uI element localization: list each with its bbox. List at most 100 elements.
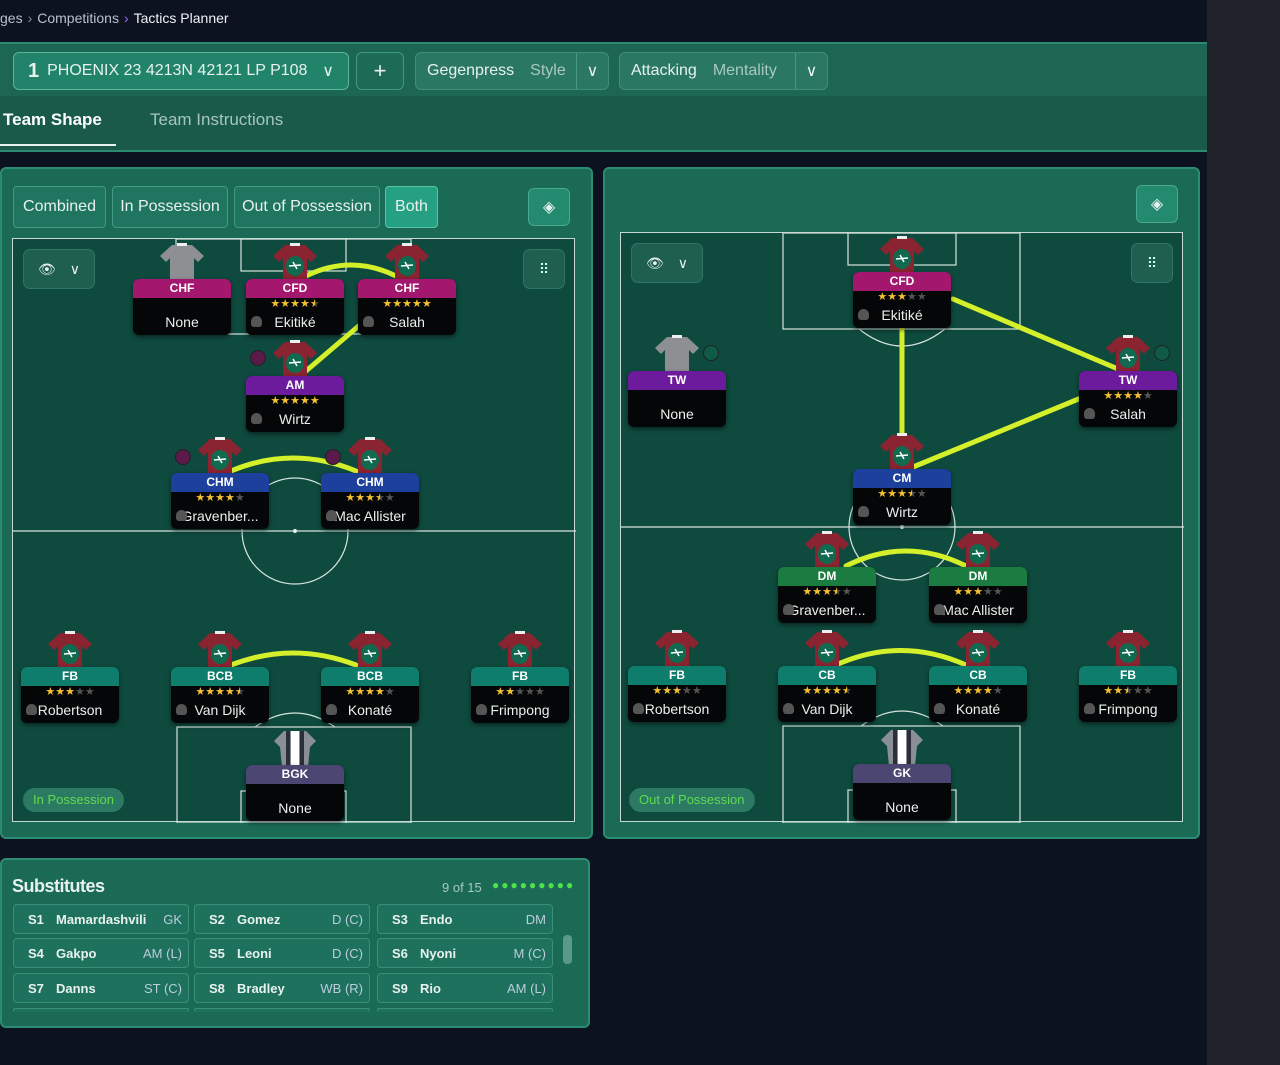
player-card[interactable]: CB★★★★★Van Dijk xyxy=(778,666,876,722)
player-name: Gravenber... xyxy=(181,508,259,524)
player-card[interactable]: BCB★★★★★Van Dijk xyxy=(171,667,269,723)
player-icon xyxy=(251,413,262,424)
role-label: CM xyxy=(853,469,951,488)
player-card[interactable]: FB★★★★★Frimpong xyxy=(471,667,569,723)
instruction-badge-icon[interactable] xyxy=(250,350,266,366)
visibility-dropdown[interactable]: 👁∨ xyxy=(23,249,95,289)
player-icon xyxy=(176,510,187,521)
sub-name: Endo xyxy=(420,911,453,927)
player-name-row: Frimpong xyxy=(1079,698,1177,722)
swap-icon[interactable]: ◈ xyxy=(1136,185,1178,223)
star-rating xyxy=(133,298,231,311)
player-card[interactable]: CHM★★★★★Gravenber... xyxy=(171,473,269,529)
substitute-item[interactable]: S9 Rio AM (L) xyxy=(377,973,553,1003)
sub-number: S9 xyxy=(392,980,408,996)
star-rating: ★★★★★ xyxy=(345,492,395,504)
player-icon xyxy=(326,704,337,715)
player-icon xyxy=(934,703,945,714)
player-card[interactable]: TW★★★★★Salah xyxy=(1079,371,1177,427)
player-card[interactable]: DM★★★★★Mac Allister xyxy=(929,567,1027,623)
star-rating: ★★★★★ xyxy=(1103,685,1153,697)
scrollbar[interactable] xyxy=(563,935,572,964)
sub-number: S5 xyxy=(209,945,225,961)
player-card[interactable]: FB★★★★★Robertson xyxy=(628,666,726,722)
grid-icon[interactable]: ⠿ xyxy=(1131,243,1173,283)
player-icon xyxy=(858,309,869,320)
breadcrumb-item[interactable]: ges xyxy=(0,10,23,26)
star-rating: ★★★★★ xyxy=(270,395,320,407)
instruction-badge-icon[interactable] xyxy=(325,449,341,465)
player-card[interactable]: CFD★★★★★Ekitiké xyxy=(853,272,951,328)
tab-team-shape[interactable]: Team Shape xyxy=(0,110,116,146)
instruction-badge-icon[interactable] xyxy=(1154,345,1170,361)
grid-icon[interactable]: ⠿ xyxy=(523,249,565,289)
player-icon xyxy=(251,316,262,327)
star-rating: ★★★★★ xyxy=(877,488,927,500)
player-card[interactable]: CHM★★★★★Mac Allister xyxy=(321,473,419,529)
swap-icon[interactable]: ◈ xyxy=(528,188,570,226)
toggle-out-of-possession[interactable]: Out of Possession xyxy=(234,186,380,228)
eye-icon: 👁 xyxy=(645,254,664,271)
tactic-name: PHOENIX 23 4213N 42121 LP P108 xyxy=(47,62,308,79)
sub-number: S3 xyxy=(392,911,408,927)
player-card[interactable]: CFD★★★★★Ekitiké xyxy=(246,279,344,335)
tab-team-instructions[interactable]: Team Instructions xyxy=(150,110,284,129)
chevron-right-icon: › xyxy=(27,10,33,26)
goalkeeper-kit-icon xyxy=(879,726,925,766)
sub-position: WB (R) xyxy=(320,980,363,996)
kit-icon xyxy=(1105,628,1151,668)
add-tactic-button[interactable]: + xyxy=(356,52,404,90)
instruction-badge-icon[interactable] xyxy=(175,449,191,465)
star-rating: ★★★★★ xyxy=(345,686,395,698)
toggle-in-possession[interactable]: In Possession xyxy=(112,186,228,228)
player-icon xyxy=(26,704,37,715)
player-card[interactable]: CM★★★★★Wirtz xyxy=(853,469,951,525)
player-card[interactable]: AM★★★★★Wirtz xyxy=(246,376,344,432)
link-line xyxy=(228,650,359,668)
sub-name: Rio xyxy=(420,980,441,996)
kit-icon xyxy=(804,529,850,569)
player-card[interactable]: FB★★★★★Frimpong xyxy=(1079,666,1177,722)
player-card[interactable]: FB★★★★★Robertson xyxy=(21,667,119,723)
player-icon xyxy=(633,703,644,714)
mentality-label: Mentality xyxy=(712,62,777,79)
player-name: Frimpong xyxy=(490,702,550,718)
player-card[interactable]: BCB★★★★★Konaté xyxy=(321,667,419,723)
sub-name: Danns xyxy=(56,980,96,996)
player-name: Konaté xyxy=(347,702,393,718)
visibility-dropdown[interactable]: 👁∨ xyxy=(631,243,703,283)
player-name: Wirtz xyxy=(279,411,311,427)
player-name-row: Konaté xyxy=(929,698,1027,722)
toggle-both[interactable]: Both xyxy=(385,186,438,228)
player-name: Van Dijk xyxy=(194,702,246,718)
player-name-row: None xyxy=(246,797,344,821)
link-line xyxy=(833,648,969,668)
player-name-row: Mac Allister xyxy=(929,599,1027,623)
player-card[interactable]: DM★★★★★Gravenber... xyxy=(778,567,876,623)
sub-position: AM (L) xyxy=(143,945,182,961)
pitch-markings xyxy=(13,239,576,823)
breadcrumb-item[interactable]: Competitions xyxy=(37,10,119,26)
sub-position: AM (L) xyxy=(507,980,546,996)
instruction-badge-icon[interactable] xyxy=(703,345,719,361)
player-card[interactable]: CB★★★★★Konaté xyxy=(929,666,1027,722)
kit-icon xyxy=(272,338,318,378)
style-label: Style xyxy=(530,62,566,79)
player-card[interactable]: CHF★★★★★Salah xyxy=(358,279,456,335)
toggle-combined[interactable]: Combined xyxy=(13,186,106,228)
